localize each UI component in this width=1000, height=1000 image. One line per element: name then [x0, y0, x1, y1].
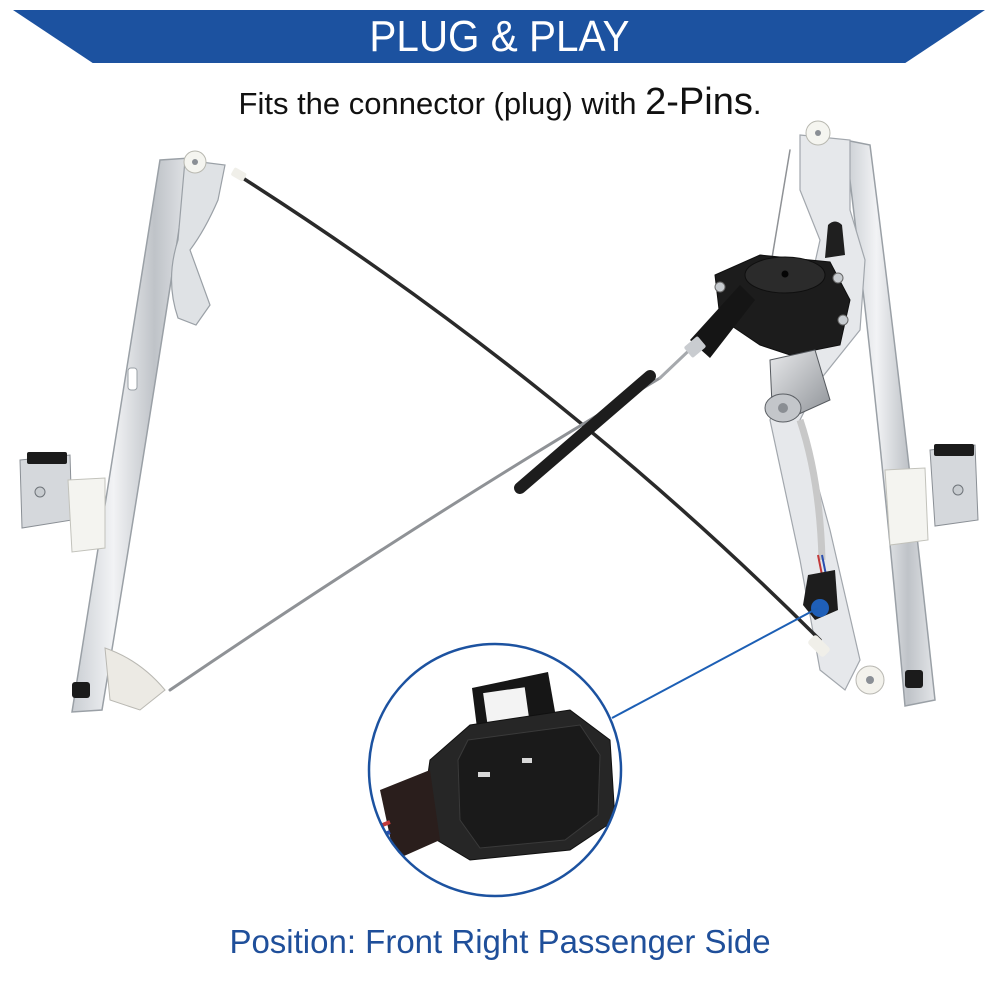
banner-title: PLUG & PLAY: [368, 11, 630, 61]
motor-assembly: [684, 254, 851, 576]
callout-line: [611, 607, 819, 719]
callout-dot: [811, 599, 829, 617]
subtitle-text: Fits the connector (plug) with: [238, 86, 646, 121]
connector-small: [803, 570, 838, 620]
left-rail: [19, 150, 226, 713]
crossed-cables: [168, 149, 830, 692]
position-label: Position: Front Right Passenger Side: [229, 923, 771, 960]
plug-and-play-banner: PLUG & PLAY: [13, 10, 985, 63]
subtitle-suffix: .: [752, 86, 762, 121]
connector-zoom-circle: [367, 642, 623, 898]
subtitle: Fits the connector (plug) with 2-Pins.: [0, 82, 1000, 124]
subtitle-emphasis: 2-Pins: [645, 81, 753, 123]
